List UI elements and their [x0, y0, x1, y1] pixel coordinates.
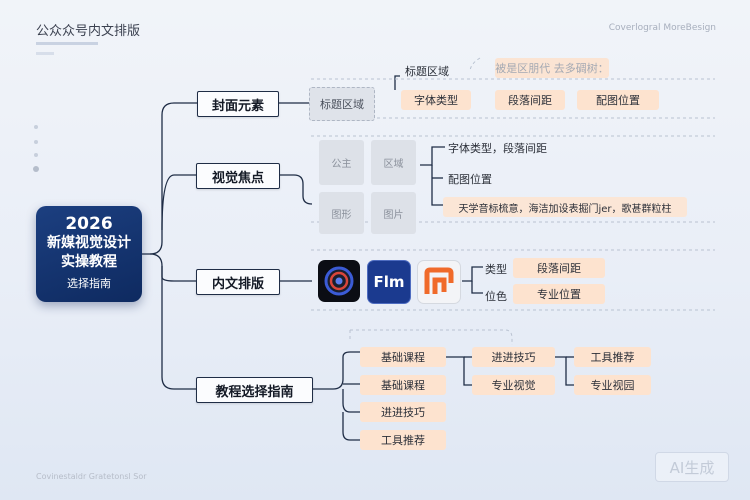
- decor-dot: [34, 140, 38, 144]
- title-underline-short: [36, 52, 54, 55]
- visual-grid-cell: 公主: [319, 140, 364, 185]
- branch-guide[interactable]: 教程选择指南: [196, 377, 313, 403]
- guide-col2-item[interactable]: 专业视觉: [472, 375, 555, 395]
- guide-col3-item[interactable]: 专业视园: [574, 375, 651, 395]
- cover-chip-font[interactable]: 字体类型: [401, 90, 471, 110]
- cover-top-label: 标题区域: [405, 65, 449, 78]
- page-title: 公众众号内文排版: [36, 24, 141, 39]
- decor-dot: [34, 153, 38, 157]
- visual-grid-cell: 区域: [371, 140, 416, 185]
- footer-tag: Covinestaldr Gratetonsl Sor: [36, 472, 147, 481]
- cover-chip-spacing[interactable]: 段落间距: [495, 90, 565, 110]
- cover-top-note: 被是区朋代 去多碉树：: [495, 58, 609, 78]
- branch-visual[interactable]: 视觉焦点: [196, 163, 280, 189]
- body-row-label-color: 位色: [485, 290, 507, 303]
- guide-col1-item[interactable]: 基础课程: [360, 347, 446, 367]
- ai-generated-badge: AI生成: [655, 452, 729, 482]
- body-row-label-type: 类型: [485, 263, 507, 276]
- visual-grid-cell: 图形: [319, 192, 364, 234]
- guide-col2-item[interactable]: 进进技巧: [472, 347, 555, 367]
- center-year: 2026: [65, 214, 113, 234]
- flm-logo-icon[interactable]: Flm: [367, 260, 411, 304]
- title-underline: [36, 42, 98, 45]
- cover-title-box[interactable]: 标题区域: [309, 87, 375, 121]
- guide-col1-item[interactable]: 工具推荐: [360, 430, 446, 450]
- visual-grid-cell: 图片: [371, 192, 416, 234]
- camera-lens-icon[interactable]: [318, 260, 360, 302]
- decor-dot: [34, 125, 38, 129]
- body-row-chip-spacing[interactable]: 段落间距: [513, 258, 605, 278]
- guide-col1-item[interactable]: 进进技巧: [360, 402, 446, 422]
- cover-chip-image[interactable]: 配图位置: [577, 90, 659, 110]
- center-subtitle: 选择指南: [67, 277, 111, 290]
- orange-brand-icon[interactable]: [417, 260, 461, 304]
- visual-note-2: 配图位置: [448, 173, 492, 186]
- brand-tag: Coverlogral MoreBesign: [608, 23, 716, 33]
- decor-dot: [33, 166, 39, 172]
- visual-note-1: 字体类型，段落间距: [448, 142, 547, 155]
- branch-cover[interactable]: 封面元素: [197, 91, 279, 117]
- center-title-line1: 新媒视觉设计: [47, 235, 131, 251]
- body-row-chip-position[interactable]: 专业位置: [513, 284, 605, 304]
- guide-col3-item[interactable]: 工具推荐: [574, 347, 651, 367]
- visual-note-3: 天学音标梳意，海洁加设表掘门jer，歌甚群粒柱: [443, 197, 687, 217]
- center-node[interactable]: 2026 新媒视觉设计 实操教程 选择指南: [36, 206, 142, 302]
- guide-col1-item[interactable]: 基础课程: [360, 375, 446, 395]
- center-title-line2: 实操教程: [61, 254, 117, 270]
- branch-body[interactable]: 内文排版: [196, 269, 280, 295]
